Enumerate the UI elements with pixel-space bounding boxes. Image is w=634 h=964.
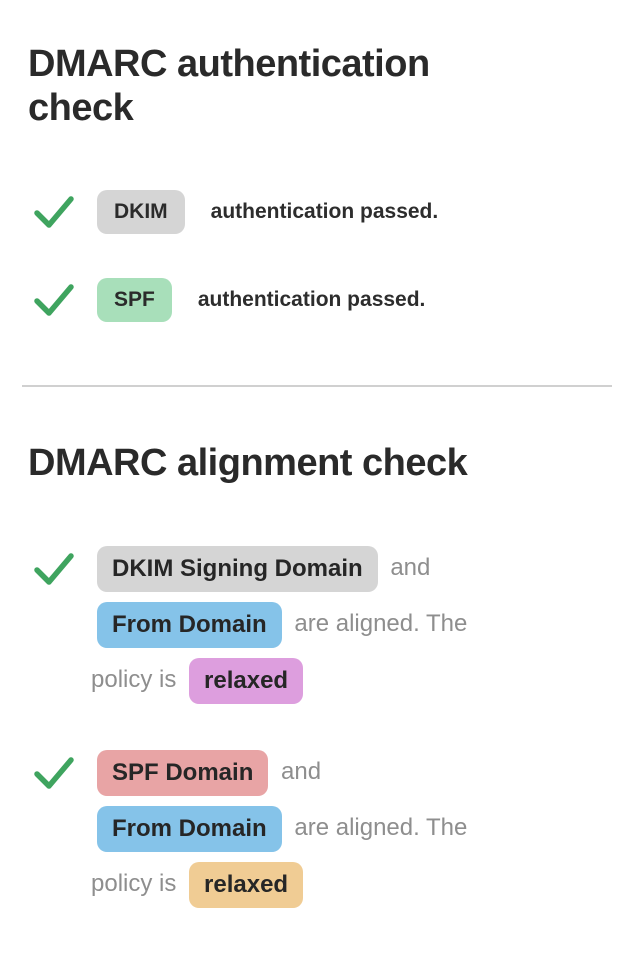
alignment-check-title: DMARC alignment check <box>28 442 468 484</box>
check-icon <box>34 284 74 316</box>
domain-badge: relaxed <box>189 657 304 704</box>
alignment-result-text: SPF Domain and From Domain are aligned. … <box>91 744 467 912</box>
authentication-check-item: DKIM authentication passed. <box>33 190 634 234</box>
alignment-check-item: SPF Domain and From Domain are aligned. … <box>33 744 634 912</box>
alignment-text-segment: are aligned. The <box>294 610 468 637</box>
dmarc-report-page: DMARC authentication check DKIM authentic… <box>0 42 634 912</box>
mechanism-badge: DKIM <box>97 190 185 234</box>
authentication-result-text: authentication passed. <box>210 200 439 223</box>
authentication-check-title: DMARC authentication check <box>28 43 430 129</box>
authentication-check-section: DMARC authentication check DKIM authentic… <box>0 42 634 322</box>
domain-badge: SPF Domain <box>97 749 269 796</box>
section-divider <box>22 385 612 387</box>
domain-badge: From Domain <box>97 805 282 852</box>
check-icon <box>34 196 74 228</box>
domain-badge: From Domain <box>97 601 282 648</box>
check-icon <box>34 757 74 789</box>
domain-badge: relaxed <box>189 861 304 908</box>
alignment-text-segment: are aligned. The <box>294 814 468 841</box>
mechanism-badge: SPF <box>97 278 172 322</box>
alignment-check-list: DKIM Signing Domain and From Domain are … <box>0 540 634 912</box>
alignment-text-segment: policy is <box>91 666 177 693</box>
authentication-result-text: authentication passed. <box>197 288 426 311</box>
alignment-check-item: DKIM Signing Domain and From Domain are … <box>33 540 634 708</box>
domain-badge: DKIM Signing Domain <box>97 545 378 592</box>
alignment-check-section: DMARC alignment check DKIM Signing Domai… <box>0 441 634 912</box>
check-icon <box>34 553 74 585</box>
alignment-text-segment: policy is <box>91 870 177 897</box>
authentication-check-list: DKIM authentication passed. SPF authentica… <box>0 190 634 322</box>
alignment-text-segment: and <box>281 758 322 785</box>
alignment-result-text: DKIM Signing Domain and From Domain are … <box>91 540 467 708</box>
authentication-check-item: SPF authentication passed. <box>33 278 634 322</box>
alignment-text-segment: and <box>390 554 431 581</box>
